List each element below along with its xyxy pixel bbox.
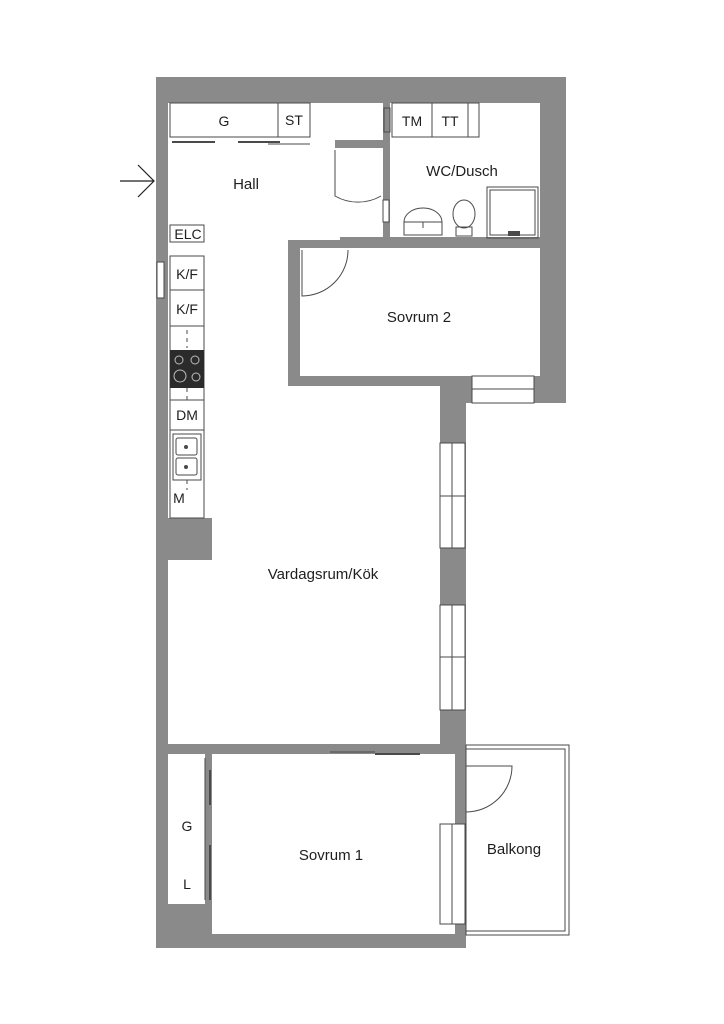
room-label-bedroom2: Sovrum 2 <box>387 309 451 326</box>
label-electrical: ELC <box>174 226 201 242</box>
room-label-wc: WC/Dusch <box>426 163 498 180</box>
windows <box>156 199 535 925</box>
shower-icon <box>486 186 539 239</box>
kitchen-pillar <box>168 518 212 560</box>
stove-icon <box>170 350 204 388</box>
dishwasher <box>169 399 205 431</box>
label-fridge-freezer-2: K/F <box>176 301 198 317</box>
balcony-railing <box>465 748 566 932</box>
room-label-bedroom1: Sovrum 1 <box>299 847 363 864</box>
bedroom2-wall-bottom <box>288 376 470 386</box>
floors <box>168 103 540 934</box>
floor-living <box>168 386 440 744</box>
floor-living-mid <box>212 518 440 558</box>
floor-bedroom2 <box>300 248 540 376</box>
bedroom1-closets: G L <box>182 758 211 900</box>
label-linen-closet: L <box>183 876 191 892</box>
entrance-arrow-icon <box>120 164 155 198</box>
label-bedroom-wardrobe: G <box>182 818 193 834</box>
floor-bedroom1 <box>212 754 455 934</box>
door-swing-wc <box>334 150 382 203</box>
door-swing-bedroom2 <box>301 249 349 297</box>
room-label-living: Vardagsrum/Kök <box>268 566 379 583</box>
label-hall-wardrobe: G <box>219 113 230 129</box>
hall-storage-cabinet <box>277 102 311 138</box>
window-kitchen <box>156 261 165 299</box>
room-label-hall: Hall <box>233 176 259 193</box>
balcony: Balkong <box>465 744 570 936</box>
label-dryer: TT <box>441 113 459 129</box>
label-dishwasher: DM <box>176 407 198 423</box>
label-washer: TM <box>402 113 422 129</box>
laundry: TM TT <box>383 102 480 138</box>
room-labels: Hall WC/Dusch Sovrum 2 Vardagsrum/Kök So… <box>233 163 498 864</box>
floor-wc <box>390 103 540 237</box>
living-bedroom1-wall <box>168 744 373 752</box>
room-label-balcony: Balkong <box>487 841 541 858</box>
door-swing-balcony <box>465 765 513 813</box>
hall-storage: G ST <box>169 102 311 145</box>
doors <box>301 150 513 813</box>
label-hall-storage: ST <box>285 112 303 128</box>
label-microwave: M <box>173 490 185 506</box>
closet-partition <box>205 754 212 904</box>
hall-top-wall-stub <box>335 140 390 148</box>
wc-wall-left <box>383 140 390 240</box>
wc-fixtures <box>403 186 539 239</box>
wc-wall-bottom <box>340 237 540 248</box>
balcony-outline <box>465 744 570 936</box>
window-wc <box>382 199 390 223</box>
label-fridge-freezer-1: K/F <box>176 266 198 282</box>
electrical-cabinet <box>169 224 205 243</box>
bedroom2-wall-left <box>288 240 300 386</box>
toilet-icon <box>452 199 476 237</box>
kitchen: ELC K/F K/F DM M <box>169 224 205 519</box>
living-bedroom1-wall-right <box>420 744 465 752</box>
washbasin-icon <box>403 207 443 236</box>
wall-details <box>168 140 540 904</box>
